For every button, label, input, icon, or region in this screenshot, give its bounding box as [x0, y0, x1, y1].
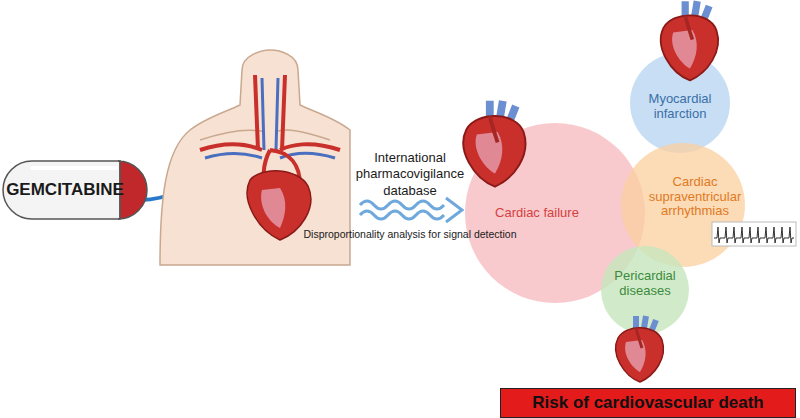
node-label: Myocardial infarction — [638, 92, 722, 122]
outcome-circle: Myocardial infarction — [630, 53, 730, 153]
heart-icon — [661, 1, 718, 80]
outcome-box: Risk of cardiovascular death — [500, 388, 796, 418]
heart-icon — [463, 101, 525, 187]
heart-icon — [616, 316, 664, 382]
node-label: Cardiac supraventricular arrhythmias — [646, 175, 744, 220]
node-label: Cardiac failure — [495, 206, 579, 221]
node-label: Pericardial diseases — [607, 269, 683, 299]
outcome-circle: Cardiac supraventricular arrhythmias — [621, 143, 745, 267]
ecg-strip — [712, 222, 796, 246]
annotation: International pharmacovigilance database — [330, 150, 490, 199]
node-label: GEMCITABINE — [6, 180, 124, 200]
drug-capsule: GEMCITABINE — [2, 160, 148, 220]
node-label: Risk of cardiovascular death — [532, 393, 763, 413]
outcome-circle: Pericardial diseases — [601, 246, 689, 334]
annotation: Disproportionality analysis for signal d… — [300, 228, 520, 241]
